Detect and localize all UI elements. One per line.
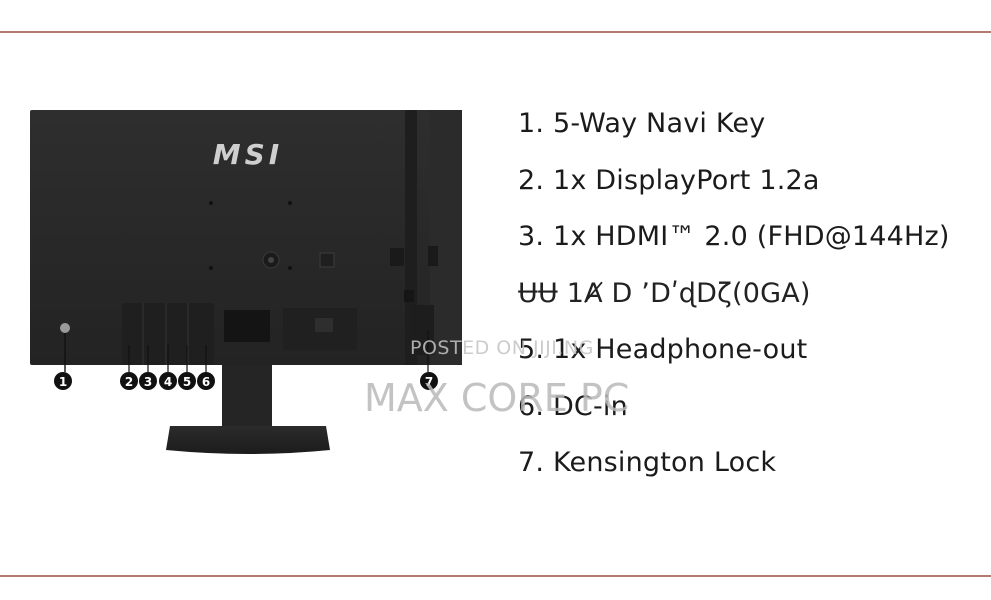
port-item-garbled: ɄɄ 1Ⱥ D ʼDʹɖDζ(0GA) <box>518 277 811 309</box>
top-divider-line <box>0 31 991 33</box>
kensington-slot <box>410 305 434 355</box>
svg-text:2: 2 <box>125 375 133 389</box>
callout-badge-4: 4 <box>159 372 177 390</box>
callout-badge-2: 2 <box>120 372 138 390</box>
vesa-hole <box>209 201 213 205</box>
callout-badge-7: 7 <box>420 372 438 390</box>
callout-badge-5: 5 <box>178 372 196 390</box>
callout-badge-3: 3 <box>139 372 157 390</box>
port-item-hdmi: 3. 1x HDMI™ 2.0 (FHD@144Hz) <box>518 221 950 252</box>
msi-logo: MSI <box>213 138 283 171</box>
side-port <box>404 290 414 302</box>
callout-badge-1: 1 <box>54 372 72 390</box>
port-item-headphone: 5. 1x Headphone-out <box>518 334 808 365</box>
vesa-hole <box>288 201 292 205</box>
callout-badge-6: 6 <box>197 372 215 390</box>
svg-text:7: 7 <box>425 375 433 389</box>
svg-text:1: 1 <box>59 375 67 389</box>
port-item-displayport: 2. 1x DisplayPort 1.2a <box>518 164 820 196</box>
mount-clip <box>319 252 335 268</box>
side-port <box>428 246 438 266</box>
port-item-kensington: 7. Kensington Lock <box>518 447 777 478</box>
monitor-back-panel <box>30 110 462 365</box>
port-item-dc-in: 6. DC-in <box>518 390 628 422</box>
port-spec-list: 1. 5-Way Navi Key 2. 1x DisplayPort 1.2a… <box>518 100 988 496</box>
bottom-divider-line <box>0 575 991 577</box>
monitor-rear-illustration: MSI 1 2 3 4 5 <box>30 110 462 454</box>
svg-text:6: 6 <box>202 375 210 389</box>
stand-base <box>166 426 330 454</box>
svg-text:4: 4 <box>164 375 172 389</box>
port-item-navi-key: 1. 5-Way Navi Key <box>518 108 766 139</box>
vesa-hole <box>209 266 213 270</box>
vesa-hole <box>288 266 292 270</box>
svg-text:5: 5 <box>183 375 191 389</box>
side-port <box>390 248 404 266</box>
svg-text:3: 3 <box>144 375 152 389</box>
navi-key <box>60 323 70 333</box>
